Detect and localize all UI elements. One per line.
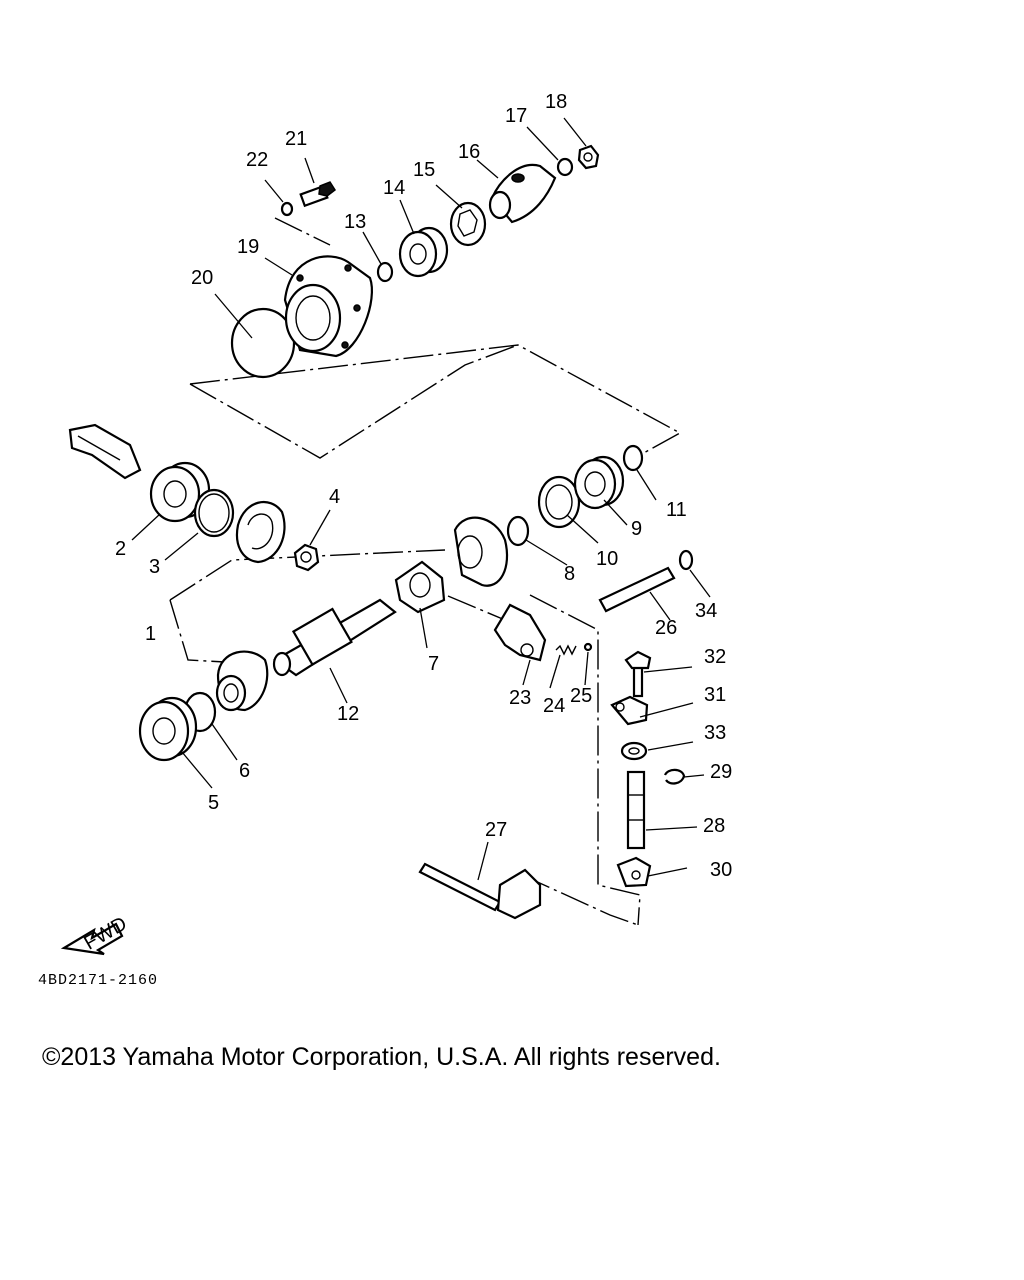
part-13-circlip: [376, 261, 394, 283]
callout-16: 16: [458, 141, 480, 163]
callout-3: 3: [149, 556, 160, 578]
part-10-cam-ring: [537, 475, 581, 529]
part-31-lever: [610, 695, 649, 726]
part-27-shift-rod: [418, 862, 542, 920]
callout-2: 2: [115, 538, 126, 560]
catalog-number: 4BD2171-2160: [38, 972, 159, 989]
part-5-bearing: [138, 696, 198, 762]
part-8-shim: [506, 515, 530, 547]
part-12-main-shaft: [272, 598, 397, 677]
callout-22: 22: [246, 149, 268, 171]
part-29-circlip: [663, 768, 686, 785]
callout-4: 4: [329, 486, 340, 508]
part-28-shift-shaft: [626, 770, 646, 850]
part-9-oil-seal: [573, 455, 625, 510]
callouts: 1 2 3 4 5 6 7 8 9 10 11 12 13 14 15 16 1…: [115, 91, 732, 881]
callout-21: 21: [285, 128, 307, 150]
callout-20: 20: [191, 267, 213, 289]
part-15-collar: [449, 201, 487, 247]
part-18-nut: [577, 144, 600, 170]
callout-24: 24: [543, 695, 565, 717]
callout-13: 13: [344, 211, 366, 233]
callout-31: 31: [704, 684, 726, 706]
callout-10: 10: [596, 548, 618, 570]
callout-12: 12: [337, 703, 359, 725]
part-17-washer: [556, 157, 574, 177]
part-23-shift-arm: [493, 603, 547, 662]
part-16-shift-fork: [488, 163, 557, 224]
part-30-plate: [616, 856, 652, 888]
part-21-bolt: [299, 181, 337, 208]
callout-32: 32: [704, 646, 726, 668]
part-26-shaft: [598, 566, 676, 613]
callout-34: 34: [695, 600, 717, 622]
callout-18: 18: [545, 91, 567, 113]
part-19-bearing-housing: [283, 255, 374, 358]
callout-5: 5: [208, 792, 219, 814]
part-1-ring-gear: [235, 501, 286, 564]
callout-1: 1: [145, 623, 156, 645]
callout-7: 7: [428, 653, 439, 675]
callout-14: 14: [383, 177, 405, 199]
callout-33: 33: [704, 722, 726, 744]
callout-26: 26: [655, 617, 677, 639]
callout-30: 30: [710, 859, 732, 881]
part-7-dog-clutch: [394, 560, 446, 614]
part-24-spring: [555, 644, 577, 656]
fwd-label: FWD: [80, 913, 130, 955]
drive-shaft-end: [68, 423, 142, 480]
callout-23: 23: [509, 687, 531, 709]
callout-29: 29: [710, 761, 732, 783]
callout-8: 8: [564, 563, 575, 585]
leader-lines: [131, 117, 711, 881]
part-3-o-ring: [193, 488, 235, 538]
part-25-ball: [583, 642, 593, 652]
callout-6: 6: [239, 760, 250, 782]
part-14-bearing: [398, 226, 449, 278]
copyright-notice: ©2013 Yamaha Motor Corporation, U.S.A. A…: [42, 1043, 721, 1071]
callout-27: 27: [485, 819, 507, 841]
part-33-seal: [620, 741, 648, 761]
part-20-gasket: [230, 307, 296, 379]
part-22-washer: [280, 201, 294, 217]
callout-11: 11: [666, 499, 687, 521]
part-1-pinion-gear: [215, 650, 269, 712]
part-8-gear-assembly: [453, 516, 509, 587]
part-11-lock-washer: [622, 444, 644, 472]
callout-25: 25: [570, 685, 592, 707]
part-34-o-ring: [678, 549, 694, 571]
callout-15: 15: [413, 159, 435, 181]
parts-diagram: FWD 1 2: [60, 91, 732, 956]
callout-28: 28: [703, 815, 725, 837]
callout-17: 17: [505, 105, 527, 127]
callout-9: 9: [631, 518, 642, 540]
callout-19: 19: [237, 236, 259, 258]
part-32-bolt: [624, 650, 652, 698]
part-4-nut: [293, 543, 320, 572]
fwd-arrow-icon: FWD: [60, 913, 131, 956]
